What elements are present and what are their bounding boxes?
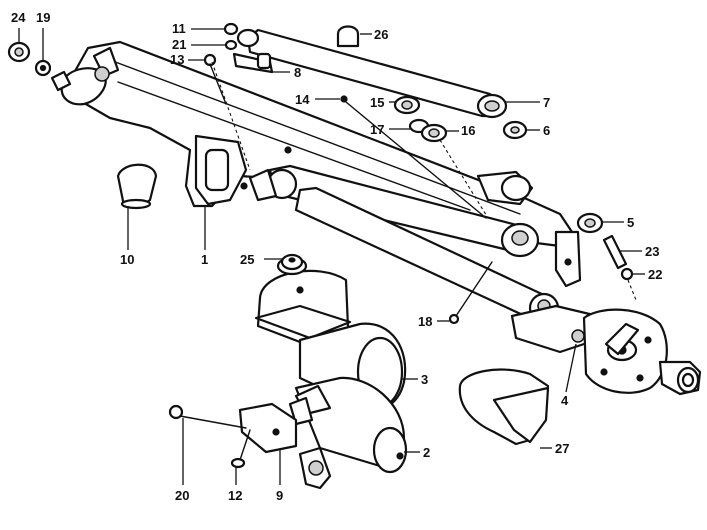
callout-labels: 24 19 11 21 13 8 26 14 15 7 17 16 6 5 23… bbox=[11, 10, 662, 503]
callout-2: 2 bbox=[423, 445, 430, 460]
bolt-20 bbox=[168, 404, 247, 429]
pin-23 bbox=[602, 234, 628, 270]
callout-13: 13 bbox=[170, 52, 184, 67]
rubber-boot bbox=[116, 163, 158, 210]
nut-19 bbox=[34, 59, 52, 77]
callout-17: 17 bbox=[370, 122, 384, 137]
callout-1: 1 bbox=[201, 252, 208, 267]
clip-21 bbox=[224, 39, 238, 51]
callout-24: 24 bbox=[11, 10, 26, 25]
motor-bracket bbox=[238, 402, 298, 454]
callout-6: 6 bbox=[543, 123, 550, 138]
callout-20: 20 bbox=[175, 488, 189, 503]
callout-22: 22 bbox=[648, 267, 662, 282]
callout-11: 11 bbox=[172, 21, 186, 36]
callout-19: 19 bbox=[36, 10, 50, 25]
crank-housing bbox=[510, 304, 668, 394]
bush-6 bbox=[502, 120, 528, 140]
cap-26 bbox=[336, 25, 360, 48]
bush-5 bbox=[576, 212, 604, 234]
leader-lines bbox=[18, 28, 645, 485]
nut-24 bbox=[7, 41, 31, 63]
assembly-line-b bbox=[211, 61, 251, 171]
callout-18: 18 bbox=[418, 314, 432, 329]
callout-25: 25 bbox=[240, 252, 254, 267]
callout-21: 21 bbox=[172, 37, 186, 52]
left-pivot bbox=[50, 46, 120, 106]
screw-18 bbox=[448, 261, 493, 325]
assembly-line-a bbox=[627, 279, 637, 301]
callout-9: 9 bbox=[276, 488, 283, 503]
screw-12 bbox=[230, 429, 251, 469]
callout-26: 26 bbox=[374, 27, 388, 42]
bush-15 bbox=[393, 95, 421, 115]
callout-12: 12 bbox=[228, 488, 242, 503]
washer-11 bbox=[223, 22, 239, 36]
cover-part bbox=[458, 368, 550, 446]
callout-4: 4 bbox=[561, 393, 569, 408]
callout-16: 16 bbox=[461, 123, 475, 138]
bush-16 bbox=[420, 123, 448, 143]
callout-15: 15 bbox=[370, 95, 384, 110]
callout-27: 27 bbox=[555, 441, 569, 456]
screw-14 bbox=[340, 95, 487, 219]
connector-plug bbox=[658, 360, 702, 396]
upper-link-arm bbox=[236, 28, 508, 119]
callout-10: 10 bbox=[120, 252, 134, 267]
callout-5: 5 bbox=[627, 215, 634, 230]
wiper-frame-part bbox=[68, 40, 582, 288]
callout-14: 14 bbox=[295, 92, 310, 107]
right-crank-joint bbox=[476, 170, 534, 206]
callout-3: 3 bbox=[421, 372, 428, 387]
bracket-8 bbox=[232, 52, 274, 74]
cap-22 bbox=[620, 267, 634, 281]
small-motor bbox=[288, 376, 408, 490]
cap-25 bbox=[280, 253, 304, 271]
callout-7: 7 bbox=[543, 95, 550, 110]
callout-8: 8 bbox=[294, 65, 301, 80]
callout-23: 23 bbox=[645, 244, 659, 259]
